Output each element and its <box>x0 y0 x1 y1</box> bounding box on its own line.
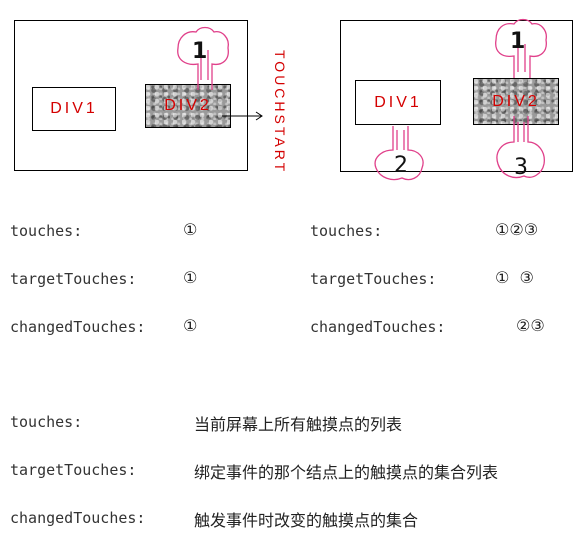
hand-icon-1-left <box>177 26 229 90</box>
row-changed-label-right: changedTouches: <box>310 318 446 336</box>
row-target-label-left: targetTouches: <box>10 270 137 288</box>
hand-icon-1-right <box>495 18 547 78</box>
div2-box-left: DIV2 <box>145 84 231 128</box>
def-touches-desc: 当前屏幕上所有触摸点的列表 <box>194 415 403 434</box>
row-changed-value-right: ②③ <box>516 316 545 335</box>
def-changed-desc: 触发事件时改变的触摸点的集合 <box>194 511 419 530</box>
row-touches-label-left: touches: <box>10 222 83 240</box>
row-touches-label-right: touches: <box>310 222 383 240</box>
def-touches-term: touches: <box>10 413 83 431</box>
touchstart-label: TOUCHSTART <box>272 50 288 175</box>
hand-icon-3 <box>496 116 545 179</box>
row-changed-label-left: changedTouches: <box>10 318 146 336</box>
touch-overlay: 1 1 2 3 <box>177 18 547 181</box>
def-changed-term: changedTouches: <box>10 509 146 527</box>
row-changed-value-left: ① <box>183 316 198 335</box>
row-target-value-right: ① ③ <box>495 268 534 287</box>
div2-box-right: DIV2 <box>473 78 559 125</box>
hand-icon-2 <box>374 126 424 181</box>
def-target-term: targetTouches: <box>10 461 137 479</box>
hand-number-2: 2 <box>394 153 408 178</box>
arrow-icon <box>222 111 263 121</box>
hand-number-3: 3 <box>514 155 528 180</box>
row-touches-value-left: ① <box>183 220 198 239</box>
hand-number-1-right: 1 <box>510 29 525 54</box>
div1-box-right: DIV1 <box>355 80 441 125</box>
def-target-desc: 绑定事件的那个结点上的触摸点的集合列表 <box>194 463 499 482</box>
div1-box-left: DIV1 <box>32 87 116 131</box>
row-touches-value-right: ①②③ <box>495 220 539 239</box>
hand-number-1-left: 1 <box>192 39 207 64</box>
row-target-value-left: ① <box>183 268 198 287</box>
row-target-label-right: targetTouches: <box>310 270 437 288</box>
